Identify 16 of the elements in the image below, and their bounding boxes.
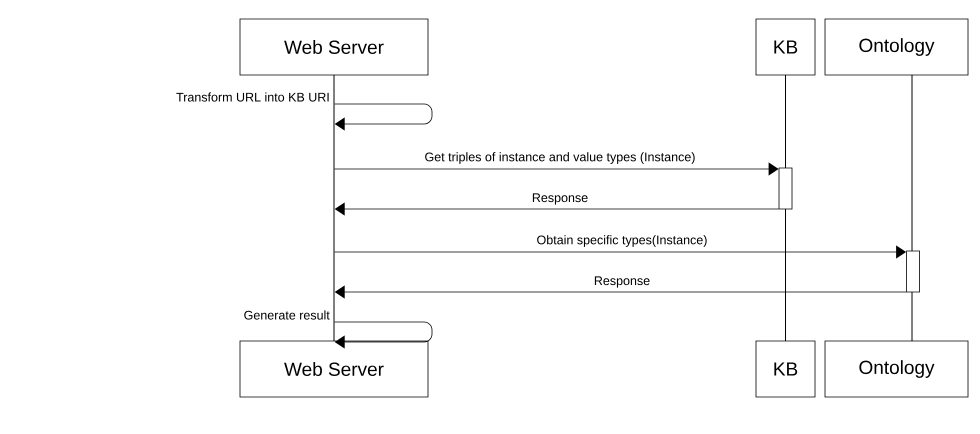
edge-label: Response: [594, 276, 650, 288]
activation-box: [906, 250, 920, 292]
edge-label: Get triples of instance and value types (Instance): [425, 152, 695, 164]
participant-box: KB: [756, 18, 816, 76]
edge-label: Response: [532, 193, 588, 205]
participant-box: Web Server: [240, 340, 428, 398]
participant-box: Ontology: [824, 340, 968, 398]
message-arrow: [334, 322, 432, 349]
edge-label: Obtain specific types(Instance): [537, 235, 707, 247]
message-arrow: [334, 104, 432, 131]
participant-box: Ontology: [824, 18, 968, 76]
participant-box: Web Server: [240, 18, 428, 76]
edge-label: Transform URL into KB URI: [176, 92, 329, 102]
activation-box: [778, 168, 792, 210]
participant-box: KB: [756, 340, 816, 398]
edge-label: Generate result: [244, 310, 330, 320]
